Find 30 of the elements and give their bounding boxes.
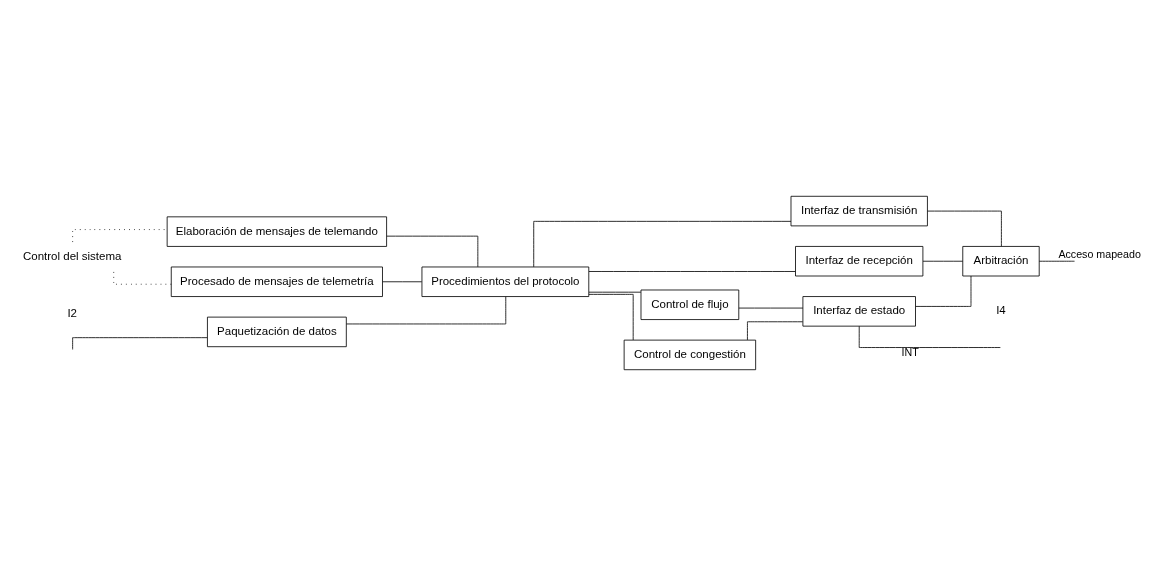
connector xyxy=(927,210,1002,247)
edge-label: INT xyxy=(901,345,919,358)
node-box: Procesado de mensajes de telemetría xyxy=(170,266,383,297)
node-box: Interfaz de estado xyxy=(802,295,916,327)
node-box: Control de congestión xyxy=(623,339,757,370)
edge-label: Acceso mapeado xyxy=(1058,247,1141,260)
node-box: Arbitración xyxy=(962,245,1040,276)
label: I4 xyxy=(996,303,1006,316)
connector xyxy=(747,320,804,340)
node-box: Interfaz de recepción xyxy=(795,245,924,276)
node-box: Paquetización de datos xyxy=(207,316,347,347)
node-box: Elaboración de mensajes de telemando xyxy=(166,215,387,247)
connector xyxy=(858,325,1001,348)
connector xyxy=(72,336,208,350)
connector xyxy=(922,260,964,262)
connector xyxy=(533,220,792,267)
connector xyxy=(346,295,507,324)
connector xyxy=(382,280,423,282)
node-box: Interfaz de transmisión xyxy=(790,195,928,226)
node-text: Control del sistema xyxy=(23,249,122,262)
connector xyxy=(588,291,642,293)
connector xyxy=(915,275,972,307)
node-box: Control de flujo xyxy=(640,289,740,320)
connector xyxy=(588,293,634,340)
connector xyxy=(386,235,479,267)
label: I2 xyxy=(67,306,78,319)
connector xyxy=(738,307,804,308)
connector xyxy=(1038,260,1075,262)
node-box: Procedimientos del protocolo xyxy=(421,266,590,297)
connector xyxy=(588,270,796,272)
